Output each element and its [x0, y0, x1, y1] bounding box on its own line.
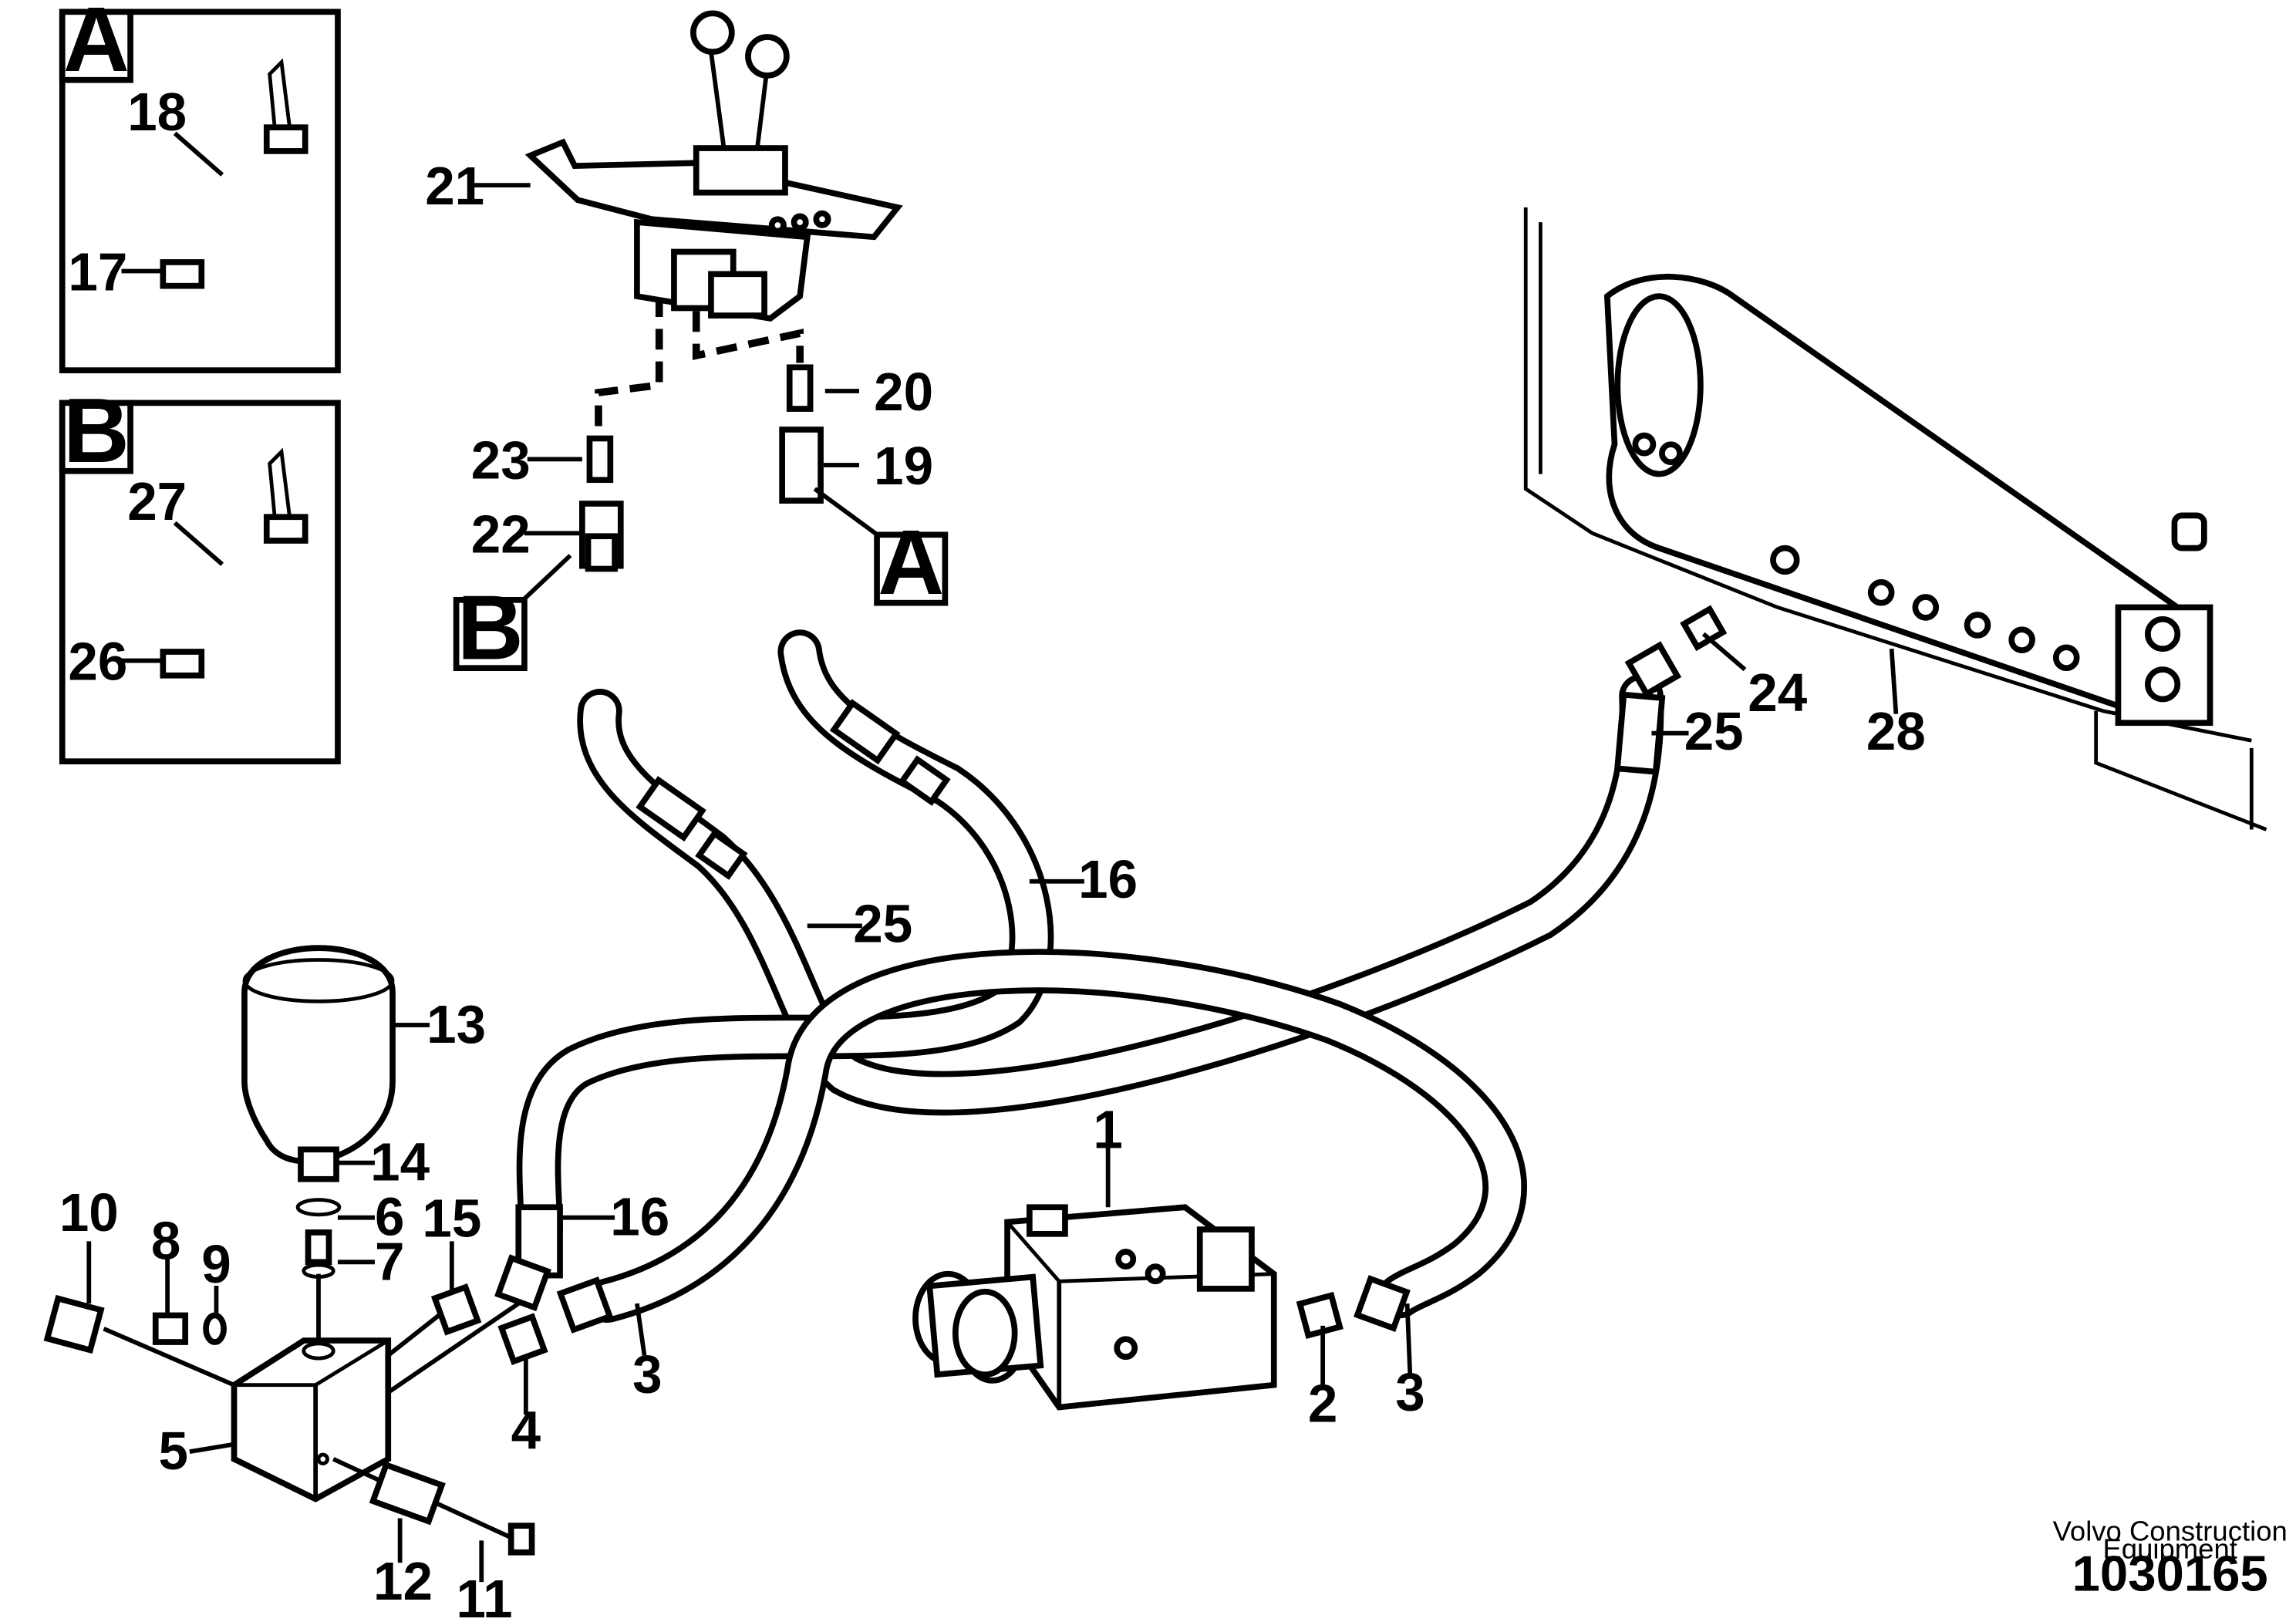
- callout-23: 23: [471, 430, 531, 490]
- callout-25-left: 25: [853, 893, 912, 953]
- callout-11: 11: [457, 1569, 513, 1622]
- callout-18: 18: [127, 82, 187, 142]
- valve-block-1: [912, 1204, 1277, 1411]
- callout-16-bottom: 16: [610, 1187, 669, 1247]
- callout-22: 22: [471, 504, 531, 564]
- callout-17: 17: [68, 241, 127, 302]
- footer: Volvo Construction Equipment 1030165: [2053, 1515, 2288, 1601]
- detail-a-letter: A: [63, 0, 130, 91]
- accumulator: [241, 945, 396, 1279]
- callout-27: 27: [127, 471, 187, 531]
- callout-8: 8: [151, 1210, 180, 1270]
- callout-7: 7: [375, 1231, 404, 1291]
- control-valve-assembly: [524, 10, 903, 322]
- detail-a-panel: A 18 17: [59, 0, 341, 373]
- callout-21: 21: [425, 156, 484, 216]
- callout-3-left: 3: [632, 1344, 662, 1404]
- cable-tie-a-icon: [160, 58, 308, 315]
- callout-labels: 21 20 23 19 22 24 25 28 16 25 13 14 6 7 …: [59, 156, 1926, 1622]
- hose-assemblies: [516, 629, 1664, 1324]
- callout-10: 10: [59, 1182, 119, 1243]
- brand-line-1: Volvo Construction: [2053, 1515, 2288, 1546]
- callout-13: 13: [426, 994, 486, 1054]
- callout-12: 12: [373, 1551, 433, 1611]
- callout-25-right: 25: [1684, 701, 1744, 761]
- callout-3-right: 3: [1395, 1361, 1424, 1421]
- callout-14: 14: [370, 1132, 430, 1192]
- cable-tie-b-icon: [160, 447, 308, 705]
- callout-15: 15: [422, 1189, 481, 1249]
- callout-28: 28: [1866, 701, 1926, 761]
- callout-2: 2: [1308, 1374, 1337, 1434]
- leader-lines: [86, 183, 1899, 1583]
- brand-line-2: Equipment: [2102, 1533, 2237, 1564]
- callout-24: 24: [1748, 663, 1807, 723]
- callout-19: 19: [874, 436, 933, 496]
- reference-box-b: B: [453, 577, 528, 679]
- callout-4: 4: [511, 1400, 541, 1460]
- reference-a-letter: A: [878, 511, 944, 614]
- callout-9: 9: [201, 1234, 231, 1294]
- detail-b-letter: B: [63, 379, 130, 482]
- reference-b-letter: B: [457, 577, 524, 679]
- manifold-block-5: [43, 1273, 1344, 1556]
- callout-20: 20: [874, 362, 933, 422]
- hose-fittings: [494, 427, 1728, 1334]
- callout-6: 6: [375, 1187, 404, 1247]
- callout-1: 1: [1093, 1099, 1122, 1159]
- document-number: 1030165: [2072, 1546, 2268, 1602]
- cylinder-assembly: [1523, 207, 2267, 831]
- callout-16-top: 16: [1078, 849, 1138, 909]
- pilot-routing: [586, 296, 814, 484]
- callout-5: 5: [159, 1421, 188, 1481]
- reference-box-a: A: [874, 511, 949, 614]
- detail-b-panel: B 27 26: [59, 379, 341, 765]
- callout-26: 26: [68, 632, 127, 692]
